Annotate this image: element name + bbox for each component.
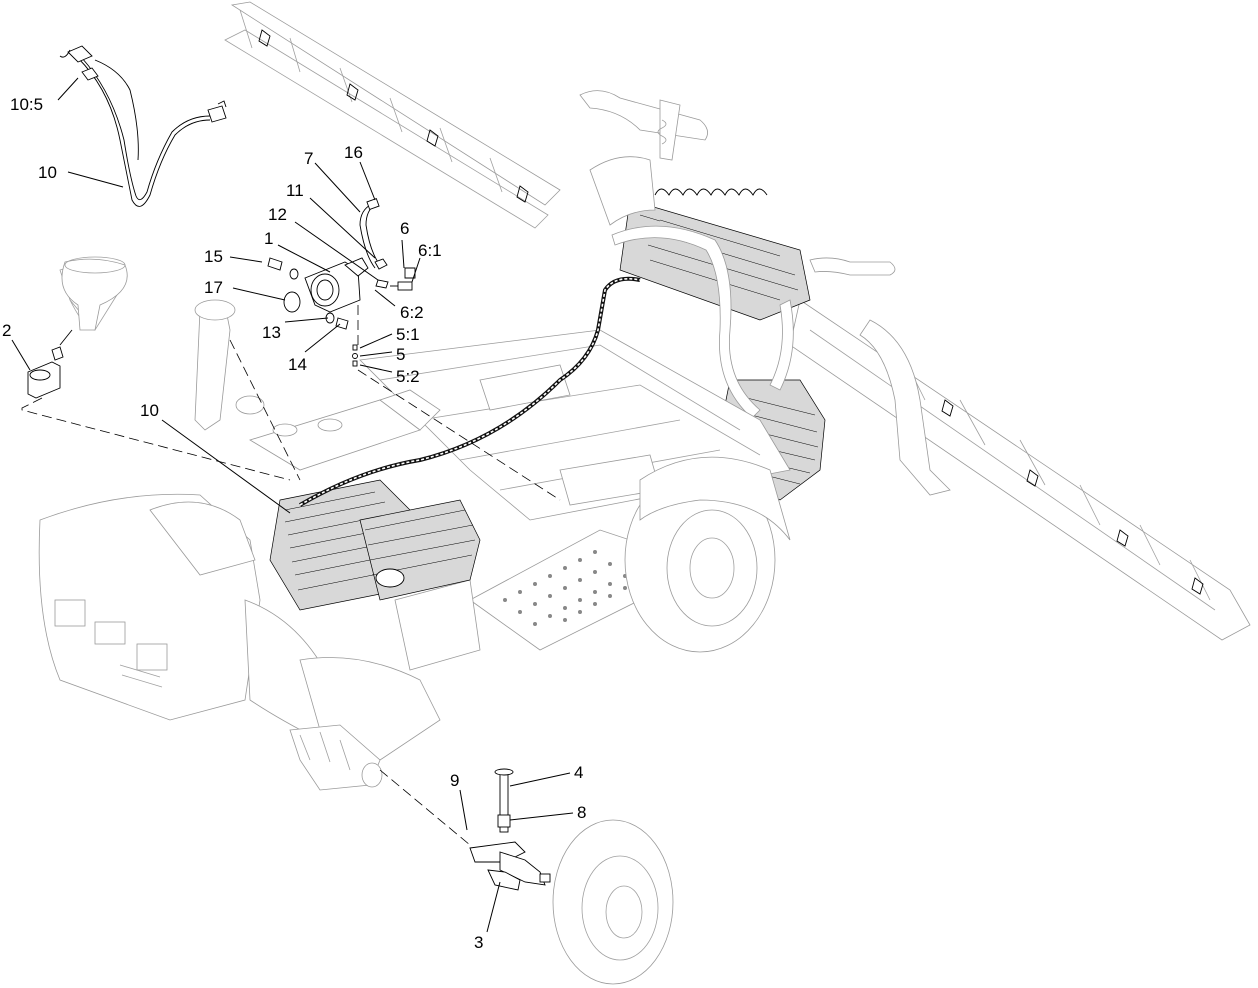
callout-10-5: 10:5	[10, 95, 43, 114]
callout-13: 13	[262, 323, 281, 342]
callout-9: 9	[450, 771, 459, 790]
callout-12: 12	[268, 205, 287, 224]
callout-5-1: 5:1	[396, 325, 420, 344]
callout-10-harness: 10	[38, 163, 57, 182]
callout-10-engine: 10	[140, 401, 159, 420]
deck-holes	[503, 550, 642, 626]
callout-4: 4	[574, 763, 583, 782]
callout-5-2: 5:2	[396, 367, 420, 386]
exploded-pump-detail	[229, 197, 561, 501]
callout-15: 15	[204, 247, 223, 266]
callout-1: 1	[264, 229, 273, 248]
callout-6: 6	[400, 219, 409, 238]
vehicle-chassis	[359, 329, 791, 653]
callout-8: 8	[577, 803, 586, 822]
spray-boom	[224, 1, 1251, 641]
leader-lines	[11, 77, 574, 933]
callout-3: 3	[474, 933, 483, 952]
callout-14: 14	[288, 355, 307, 374]
callout-5: 5	[396, 345, 405, 364]
callout-7: 7	[304, 149, 313, 168]
callout-2: 2	[2, 321, 11, 340]
callout-6-2: 6:2	[400, 303, 424, 322]
callout-17: 17	[204, 278, 223, 297]
wire-harness-detail	[59, 45, 227, 207]
callout-6-1: 6:1	[418, 241, 442, 260]
front-axle-assembly	[289, 724, 674, 985]
callout-16: 16	[344, 143, 363, 162]
callout-labels: 10:5 10 7 16 11 12 1 15 17 13 14 6 6:1 6…	[2, 95, 586, 952]
callout-11: 11	[286, 181, 304, 200]
steering-sensor-detail	[21, 256, 291, 481]
